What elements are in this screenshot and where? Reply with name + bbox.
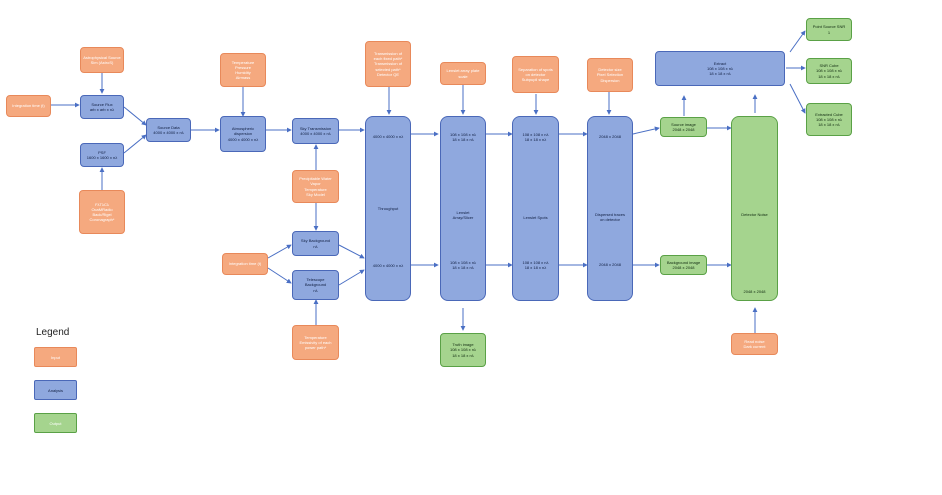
detector-bottom-dims: 2048 x 2048	[743, 289, 766, 294]
box-label: FλTλCλ OcaMRadio Back/Rigel Coronagraph*	[89, 201, 115, 223]
truth-image-box: Truth image 108 x 108 x nλ 18 x 18 x nλ	[440, 333, 486, 367]
temperature-emissivity-box: Temperature Emissivity of each power pat…	[292, 325, 339, 360]
separation-spots-box: Separation of spots on detector Subpupil…	[512, 56, 559, 93]
box-label: Source Flux arb x arb x nλ	[89, 101, 115, 112]
legend-output-label: Output	[49, 420, 62, 426]
box-label: Temperature Emissivity of each power pat…	[299, 334, 332, 351]
box-label: Sky Background nλ	[300, 238, 331, 249]
dispersed-traces-box: 2048 x 2048 Dispersed traces on detector…	[587, 116, 633, 301]
box-label: Integration time (t)	[12, 103, 45, 109]
box-label: Detector size Pixel Selection Dispersion	[596, 67, 624, 83]
detector-noise-label: Detector Noise	[741, 212, 768, 217]
box-label: Separation of spots on detector Subpupil…	[518, 66, 553, 83]
source-data-box: Source Data 4000 x 4000 x nλ	[146, 118, 191, 142]
box-label: Read noise Dark current	[743, 338, 766, 349]
box-label: SNR Cube 108 x 108 x nλ 18 x 18 x nλ	[815, 63, 843, 79]
throughput-label: Throughput	[377, 206, 399, 211]
box-label: Extract 108 x 108 x nλ 18 x 18 x nλ	[706, 60, 734, 77]
spots-top-dims: 108 x 108 x nλ 18 x 18 x nλ	[522, 132, 549, 143]
box-label: Source image 2048 x 2048	[671, 121, 696, 132]
box-label: Atmospheric dispersion 4000 x 4000 x nλ	[227, 126, 259, 142]
box-label: Integration time (t)	[228, 261, 262, 267]
legend-output: Output	[34, 413, 77, 433]
integration-time-box: Integration time (t)	[6, 95, 51, 117]
throughput-box: 4000 x 4000 x nλ Throughput 4000 x 4000 …	[365, 116, 411, 301]
box-label: Temperature Pressure Humidity Airmass	[231, 59, 255, 81]
legend-input: Input	[34, 347, 77, 367]
psf-inputs-box: FλTλCλ OcaMRadio Back/Rigel Coronagraph*	[79, 190, 125, 234]
atmosphere-inputs-box: Temperature Pressure Humidity Airmass	[220, 53, 266, 87]
legend-title: Legend	[36, 327, 70, 338]
lenslet-spots-box: 108 x 108 x nλ 18 x 18 x nλ Lenslet Spot…	[512, 116, 559, 301]
throughput-top-dims: 4000 x 4000 x nλ	[372, 134, 404, 139]
point-source-snr-box: Point Source SNR 1	[806, 18, 852, 41]
lenslet-plate-scale-box: Lenslet array plate scale	[440, 62, 486, 85]
detector-noise-box: Detector Noise 2048 x 2048	[731, 116, 778, 301]
box-label: PSF 1600 x 1600 x nλ	[86, 149, 118, 160]
box-label: Truth image 108 x 108 x nλ 18 x 18 x nλ	[449, 342, 477, 358]
box-label: Lenslet array plate scale	[446, 68, 480, 79]
box-label: Telescope Background nλ	[304, 277, 327, 293]
telescope-background-box: Telescope Background nλ	[292, 270, 339, 300]
box-label: Background image 2048 x 2048	[666, 259, 701, 270]
box-label: Extracted Cube 108 x 108 x nλ 18 x 18 x …	[815, 111, 843, 128]
box-label: Precipitable Water Vapor Temperature Sky…	[299, 176, 332, 197]
sky-transmission-box: Sky Transmission 4000 x 4000 x nλ	[292, 118, 339, 144]
detector-size-box: Detector size Pixel Selection Dispersion	[587, 58, 633, 92]
throughput-bottom-dims: 4000 x 4000 x nλ	[372, 263, 404, 268]
lenslet-array-box: 108 x 108 x nλ 18 x 18 x nλ Lenslet Arra…	[440, 116, 486, 301]
transmission-inputs-box: Transmission of each fixed path* Transmi…	[365, 41, 411, 87]
spots-bottom-dims: 108 x 108 x nλ 18 x 18 x nλ	[522, 260, 549, 271]
box-label: Point Source SNR 1	[812, 24, 846, 35]
source-flux-box: Source Flux arb x arb x nλ	[80, 95, 124, 119]
integration-time-box-2: Integration time (t)	[222, 253, 268, 275]
dispersed-top-dims: 2048 x 2048	[598, 134, 622, 139]
dispersed-bottom-dims: 2048 x 2048	[598, 262, 622, 267]
legend-analysis: Analysis	[34, 380, 77, 400]
background-image-box: Background image 2048 x 2048	[660, 255, 707, 275]
extracted-cube-box: Extracted Cube 108 x 108 x nλ 18 x 18 x …	[806, 103, 852, 136]
precipitable-water-box: Precipitable Water Vapor Temperature Sky…	[292, 170, 339, 203]
legend-input-label: Input	[51, 354, 60, 360]
atmospheric-dispersion-box: Atmospheric dispersion 4000 x 4000 x nλ	[220, 116, 266, 152]
read-noise-box: Read noise Dark current	[731, 333, 778, 355]
psf-box: PSF 1600 x 1600 x nλ	[80, 143, 124, 167]
lenslet-bottom-dims: 108 x 108 x nλ 18 x 18 x nλ	[449, 260, 477, 271]
extract-box: Extract 108 x 108 x nλ 18 x 18 x nλ	[655, 51, 785, 86]
astrophysical-source-box: Astrophysical Source Sim (AstroS)	[80, 47, 124, 73]
box-label: Astrophysical Source Sim (AstroS)	[83, 54, 121, 65]
lenslet-array-label: Lenslet Array/Slicer	[452, 210, 474, 221]
box-label: Sky Transmission 4000 x 4000 x nλ	[299, 125, 332, 136]
box-label: Source Data 4000 x 4000 x nλ	[153, 124, 184, 135]
legend-analysis-label: Analysis	[48, 387, 63, 393]
box-label: Transmission of each fixed path* Transmi…	[373, 50, 403, 77]
sky-background-box: Sky Background nλ	[292, 231, 339, 256]
source-image-box: Source image 2048 x 2048	[660, 117, 707, 137]
lenslet-top-dims: 108 x 108 x nλ 18 x 18 x nλ	[449, 132, 477, 143]
lenslet-spots-label: Lenslet Spots	[523, 215, 548, 220]
snr-cube-box: SNR Cube 108 x 108 x nλ 18 x 18 x nλ	[806, 58, 852, 84]
dispersed-traces-label: Dispersed traces on detector	[594, 212, 625, 223]
